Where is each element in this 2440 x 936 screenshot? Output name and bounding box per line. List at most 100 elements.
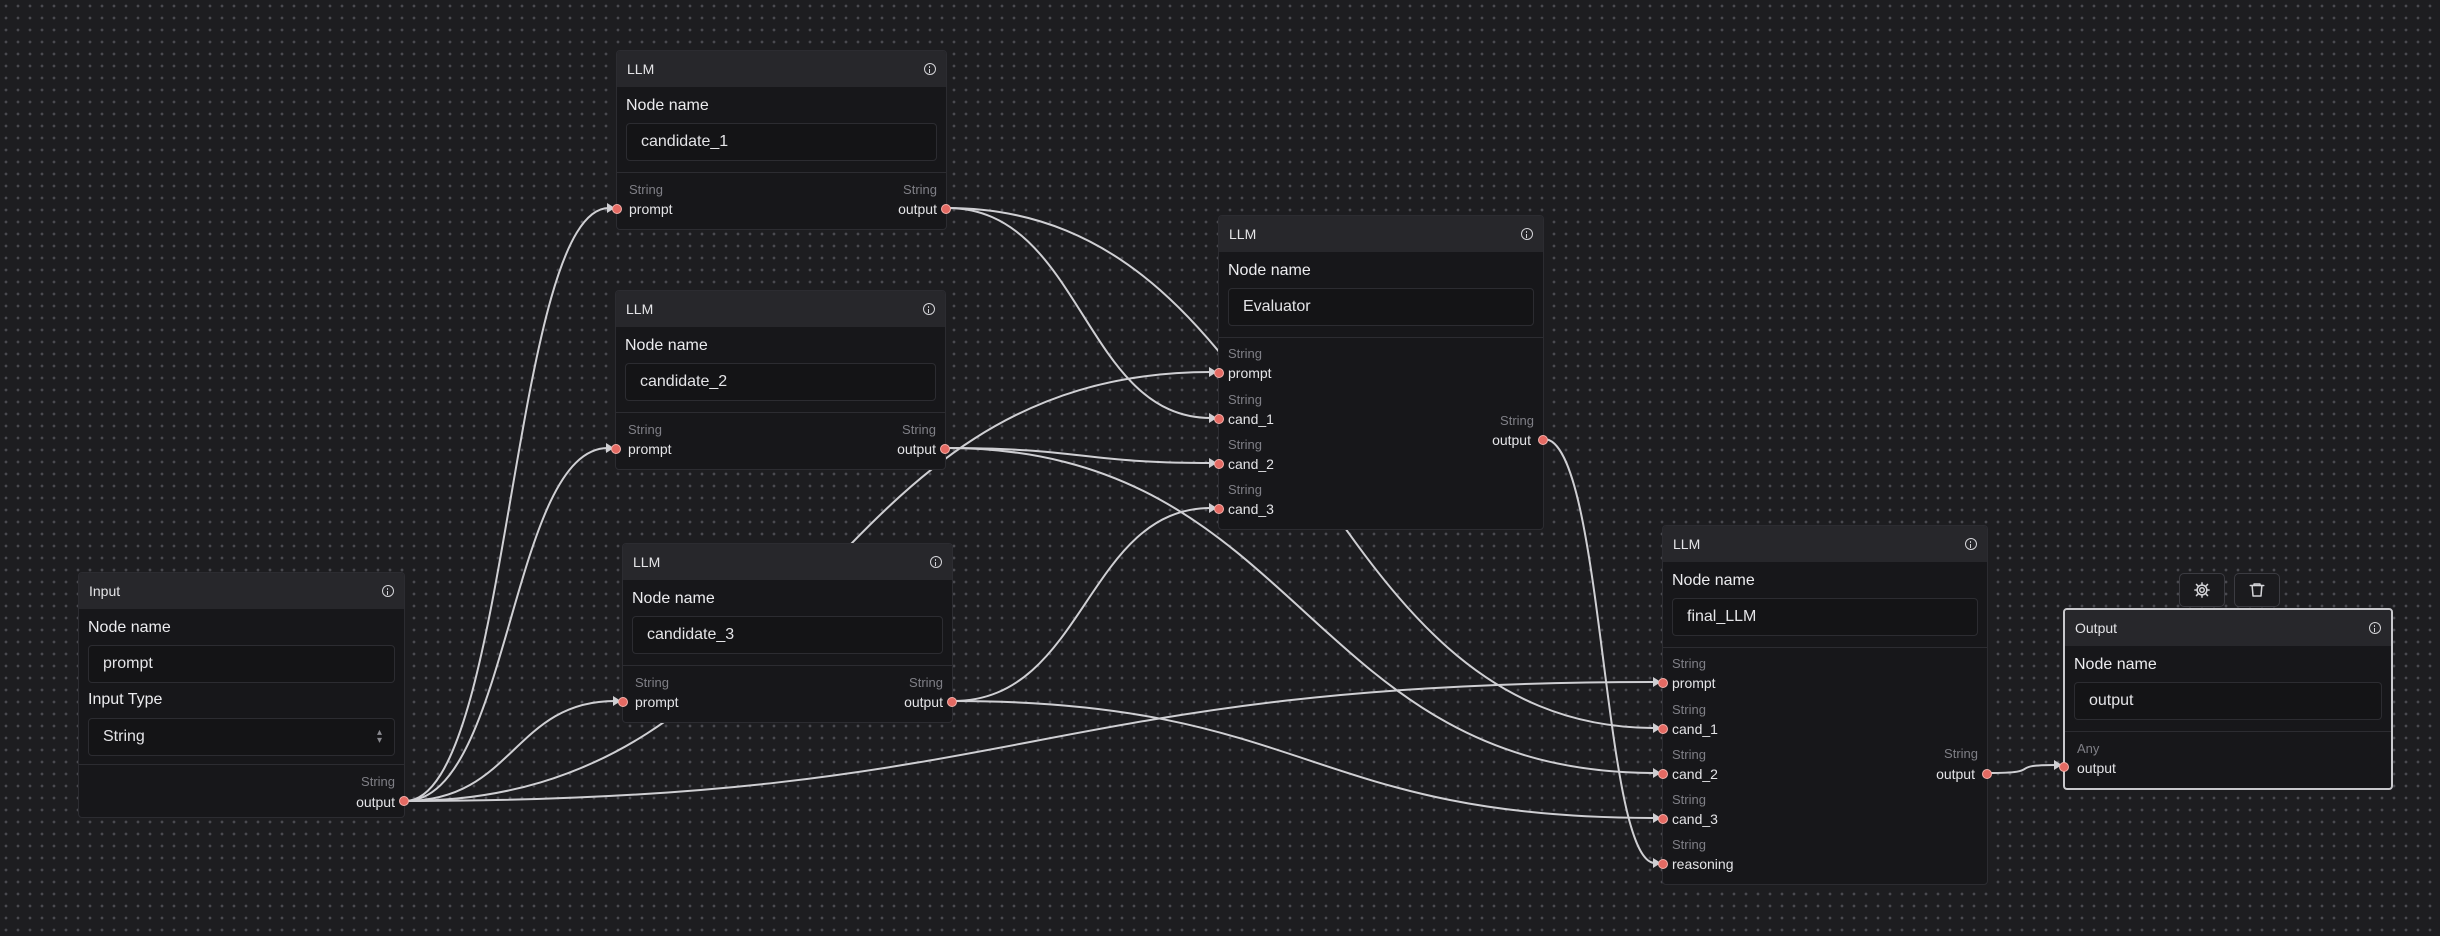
input-port-label: prompt: [628, 441, 672, 457]
input-port-label: prompt: [1672, 675, 1716, 691]
input-type-label: String: [1672, 656, 1706, 671]
evaluator-node[interactable]: LLM Node name Evaluator String prompt St…: [1214, 215, 1548, 530]
output-port-handle[interactable]: [399, 796, 409, 806]
edge-candidate_2-output-to-evaluator-cand_2[interactable]: [945, 447, 1212, 464]
node-name-input[interactable]: candidate_3: [632, 616, 943, 654]
node-header[interactable]: LLM: [1663, 526, 1987, 562]
info-icon[interactable]: [930, 556, 942, 568]
input-port-handle[interactable]: [1214, 504, 1224, 514]
output-port-handle[interactable]: [941, 204, 951, 214]
node-type-label: Input: [89, 583, 121, 599]
info-icon[interactable]: [2369, 622, 2381, 634]
input-port-handle[interactable]: [1658, 769, 1668, 779]
input-type-label: Any: [2077, 741, 2100, 756]
input-port-handle[interactable]: [612, 204, 622, 214]
node-type-label: LLM: [633, 554, 661, 570]
node-header[interactable]: Output: [2065, 610, 2391, 646]
edge-candidate_3-output-to-final_llm-cand_3[interactable]: [952, 700, 1656, 819]
node-type-label: LLM: [1229, 226, 1257, 242]
candidate-1-node[interactable]: LLM Node name candidate_1 String prompt …: [612, 50, 951, 230]
input-type-label: String: [1228, 437, 1262, 452]
edge-input-output-to-candidate_3-prompt[interactable]: [404, 700, 616, 802]
output-port-label: output: [897, 441, 936, 457]
info-icon[interactable]: [924, 63, 936, 75]
input-type-label: String: [629, 182, 663, 197]
trash-icon: [2249, 583, 2265, 597]
input-node[interactable]: Input Node name prompt Input Type String…: [78, 572, 409, 818]
edge-input-output-to-candidate_2-prompt[interactable]: [404, 447, 609, 802]
input-port-handle[interactable]: [1658, 859, 1668, 869]
input-port-handle[interactable]: [1214, 459, 1224, 469]
output-type-label: String: [1944, 746, 1978, 761]
node-name-input[interactable]: Evaluator: [1228, 288, 1534, 326]
node-name-input[interactable]: final_LLM: [1672, 598, 1978, 636]
output-port-label: output: [898, 201, 937, 217]
output-port-handle[interactable]: [940, 444, 950, 454]
input-port-handle[interactable]: [1658, 814, 1668, 824]
divider: [1219, 337, 1543, 338]
chevron-up-down-icon: ▴▾: [376, 727, 382, 746]
candidate-3-node[interactable]: LLM Node name candidate_3 String prompt …: [618, 543, 957, 723]
node-name-input[interactable]: candidate_2: [625, 363, 936, 401]
input-port-handle[interactable]: [1214, 414, 1224, 424]
node-header[interactable]: LLM: [617, 51, 946, 87]
edge-final_llm-output-to-output-output[interactable]: [1987, 764, 2057, 774]
info-icon[interactable]: [382, 585, 394, 597]
input-type-label: String: [1228, 392, 1262, 407]
output-port-handle[interactable]: [1538, 435, 1548, 445]
output-type-label: String: [909, 675, 943, 690]
node-name-label: Node name: [2074, 656, 2157, 673]
edge-evaluator-output-to-final_llm-reasoning[interactable]: [1543, 438, 1656, 864]
input-port-label: cand_3: [1672, 811, 1718, 827]
final-llm-node[interactable]: LLM Node name final_LLM String prompt St…: [1658, 525, 1992, 885]
node-name-label: Node name: [1228, 262, 1311, 279]
node-settings-button[interactable]: [2179, 573, 2225, 607]
divider: [617, 172, 946, 173]
input-type-select[interactable]: String▴▾: [88, 718, 395, 756]
info-icon[interactable]: [923, 303, 935, 315]
info-icon[interactable]: [1965, 538, 1977, 550]
node-delete-button[interactable]: [2234, 573, 2280, 607]
input-type-label: Input Type: [88, 691, 163, 708]
input-port-label: cand_1: [1228, 411, 1274, 427]
output-port-label: output: [904, 694, 943, 710]
input-type-label: String: [1672, 837, 1706, 852]
edge-candidate_1-output-to-evaluator-cand_1[interactable]: [946, 207, 1212, 419]
node-name-label: Node name: [1672, 572, 1755, 589]
output-port-handle[interactable]: [947, 697, 957, 707]
input-port-label: cand_2: [1672, 766, 1718, 782]
output-port-handle[interactable]: [1982, 769, 1992, 779]
gear-icon: [2194, 582, 2210, 598]
divider: [79, 764, 404, 765]
node-header[interactable]: LLM: [616, 291, 945, 327]
output-type-label: String: [1500, 413, 1534, 428]
input-port-label: prompt: [1228, 365, 1272, 381]
edge-input-output-to-candidate_1-prompt[interactable]: [404, 207, 610, 802]
node-name-input[interactable]: output: [2074, 682, 2382, 720]
divider: [1663, 647, 1987, 648]
edge-candidate_3-output-to-evaluator-cand_3[interactable]: [952, 507, 1212, 702]
node-name-label: Node name: [625, 337, 708, 354]
node-name-input[interactable]: candidate_1: [626, 123, 937, 161]
node-header[interactable]: Input: [79, 573, 404, 609]
info-icon[interactable]: [1521, 228, 1533, 240]
node-header[interactable]: LLM: [623, 544, 952, 580]
input-port-handle[interactable]: [1658, 678, 1668, 688]
node-name-input[interactable]: prompt: [88, 645, 395, 683]
node-name-label: Node name: [632, 590, 715, 607]
input-port-label: prompt: [629, 201, 673, 217]
edge-input-output-to-final_llm-prompt[interactable]: [404, 681, 1656, 802]
node-header[interactable]: LLM: [1219, 216, 1543, 252]
input-port-handle[interactable]: [618, 697, 628, 707]
candidate-2-node[interactable]: LLM Node name candidate_2 String prompt …: [611, 290, 950, 470]
input-port-label: cand_1: [1672, 721, 1718, 737]
node-name-label: Node name: [626, 97, 709, 114]
input-port-label: cand_2: [1228, 456, 1274, 472]
output-type-label: String: [902, 422, 936, 437]
input-port-handle[interactable]: [2059, 762, 2069, 772]
input-port-handle[interactable]: [1214, 368, 1224, 378]
output-node[interactable]: Output Node name output Any output: [2059, 608, 2393, 790]
input-port-label: reasoning: [1672, 856, 1734, 872]
input-port-handle[interactable]: [611, 444, 621, 454]
input-port-handle[interactable]: [1658, 724, 1668, 734]
